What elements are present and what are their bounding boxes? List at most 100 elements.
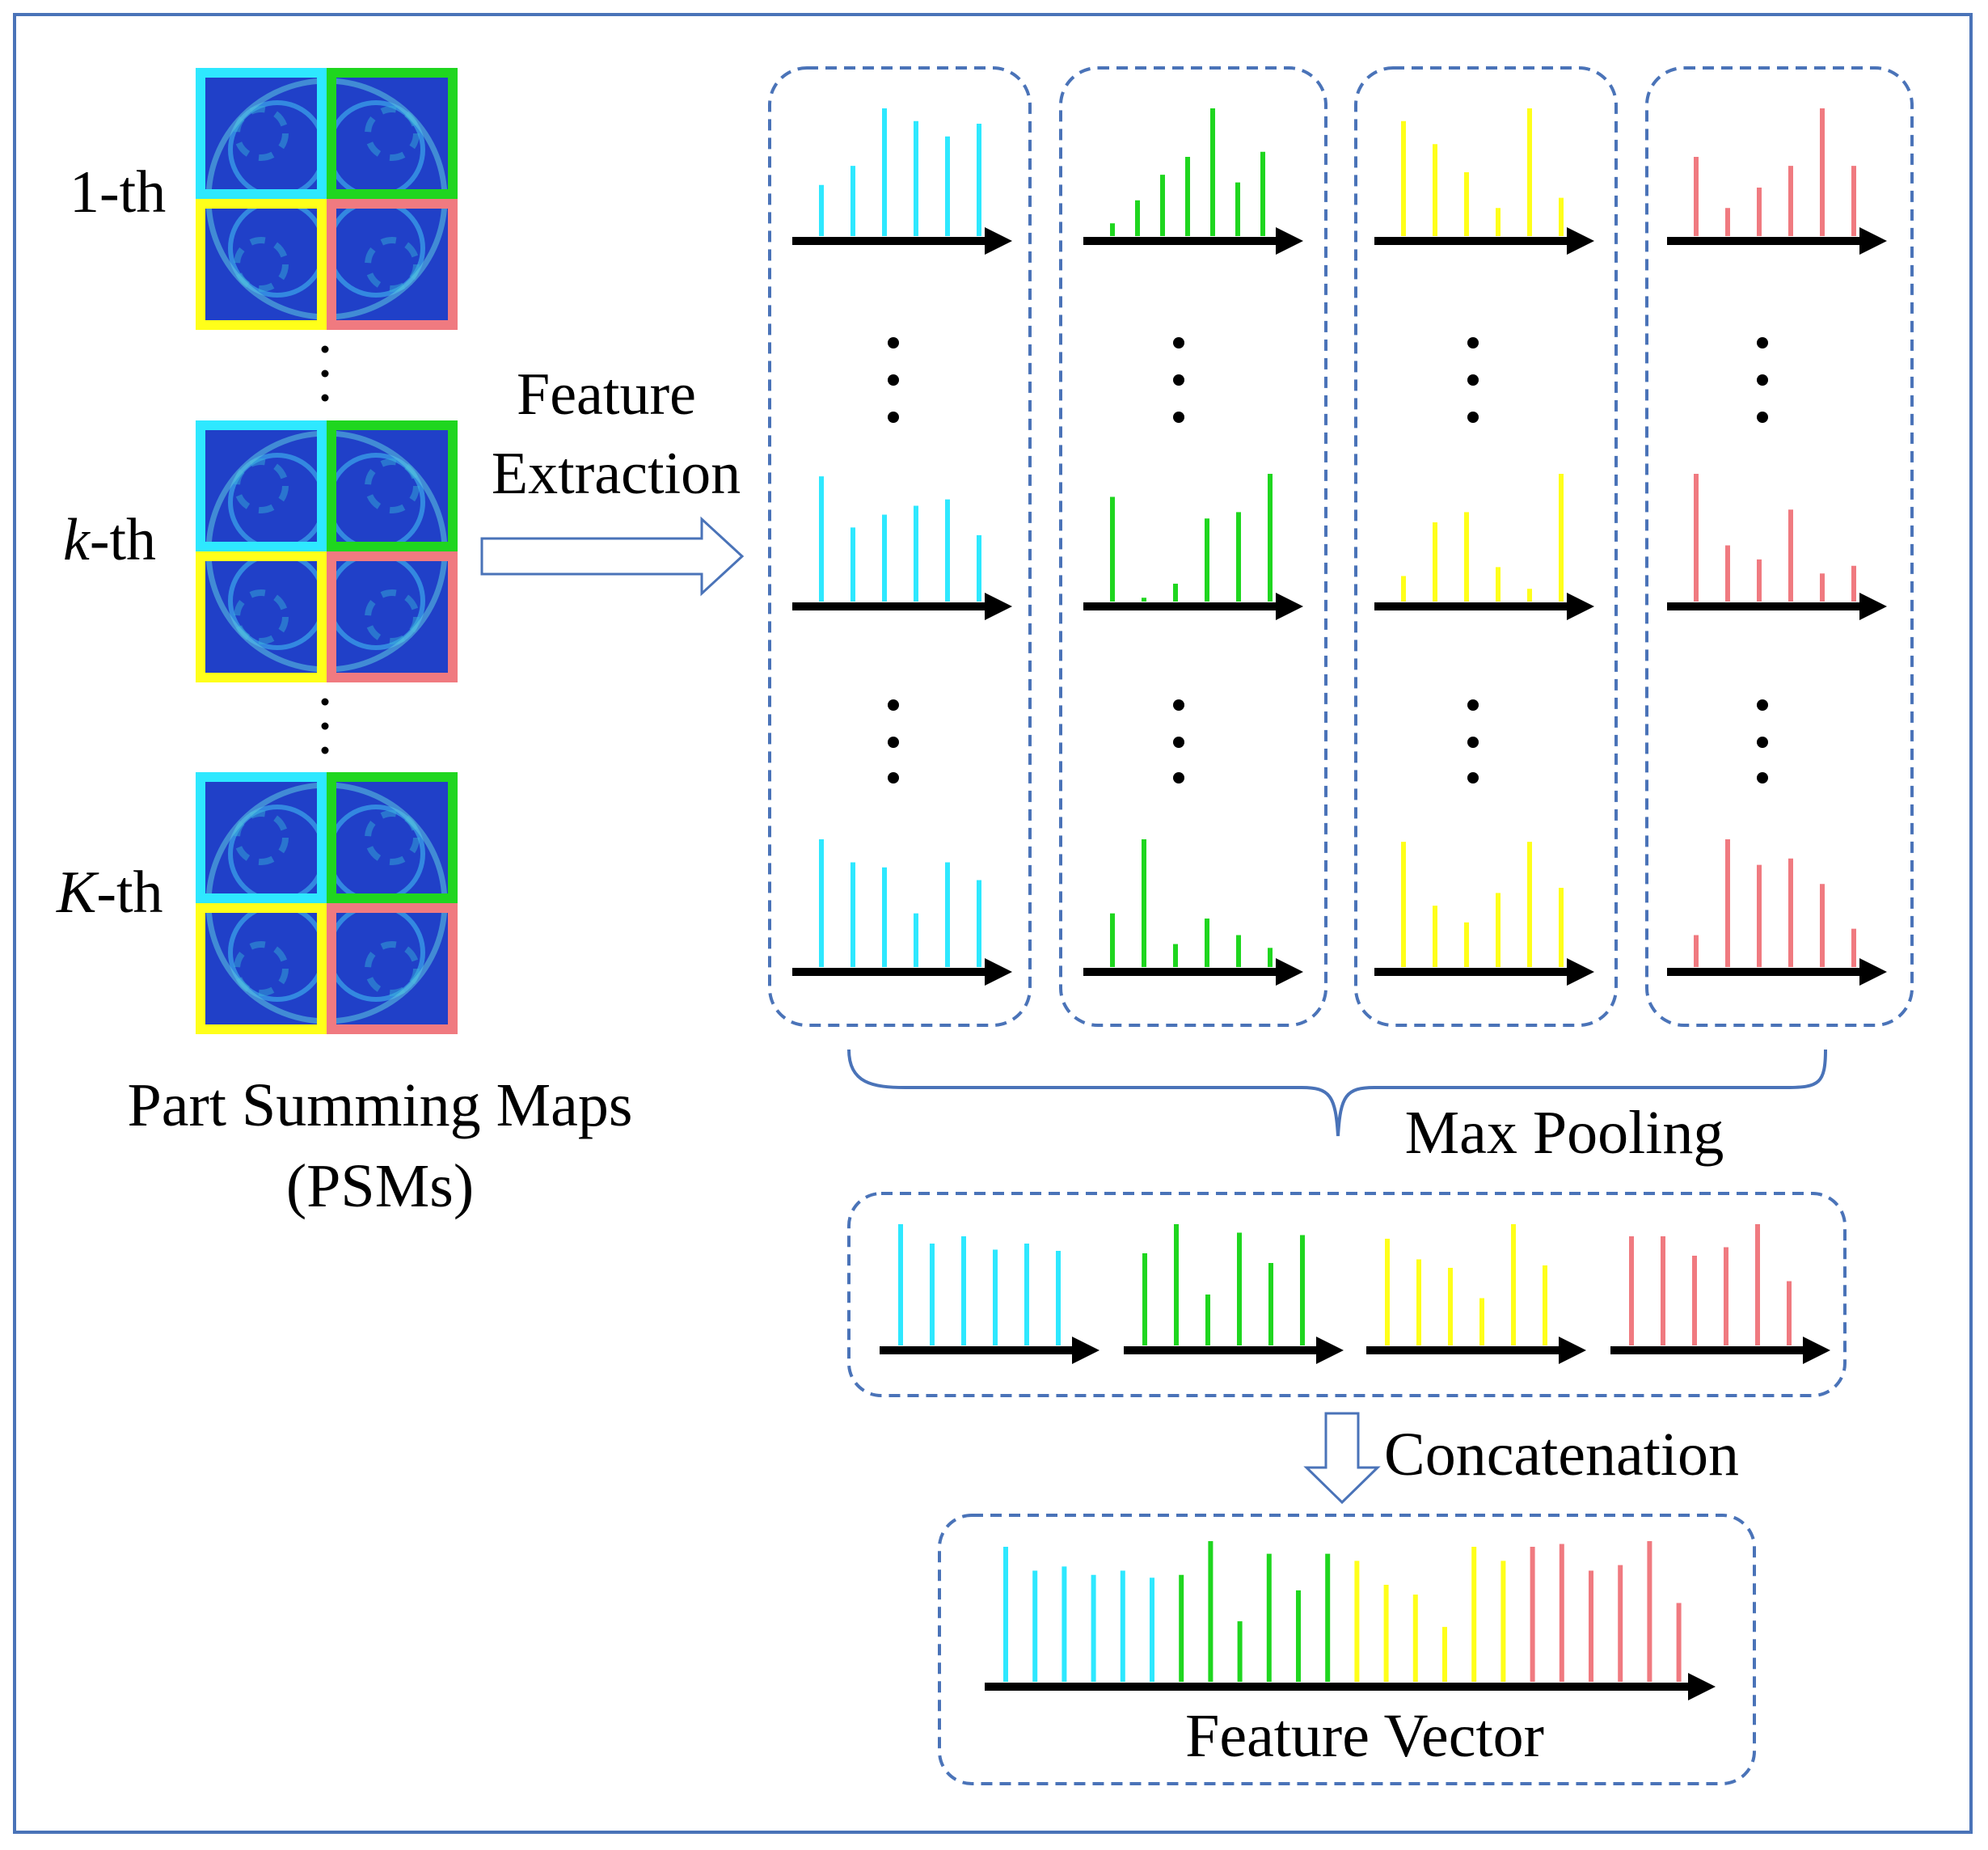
map-part-border-2 [327,68,458,199]
part-4-histogram-1 [1694,108,1856,236]
map-ellipsis-2 [321,698,329,754]
map-quadrant-3 [196,199,327,330]
part-4-histogram-2 [1694,474,1856,602]
pooled-part-3-axis-arrow [1366,1337,1586,1364]
part-column-box-3 [1354,66,1618,1027]
map-texture [365,941,420,996]
part-3-axis-arrow-1 [1374,227,1594,255]
row-label-k: k-th [63,507,156,573]
column-3-ellipsis-1 [1467,337,1479,423]
part-1-histogram-3 [819,839,981,967]
outer-frame [13,13,1973,1834]
map-quadrant-1 [196,68,327,199]
hollow-right-arrow [480,516,745,597]
map-quadrant-3 [196,903,327,1034]
column-2-ellipsis-2 [1173,699,1184,784]
part-1-axis-arrow-3 [792,958,1012,986]
psm-map-2 [196,420,458,682]
map-texture [365,237,420,292]
part-column-box-1 [768,66,1032,1027]
part-1-axis-arrow-1 [792,227,1012,255]
pooled-features-box [847,1192,1847,1397]
map-texture [234,589,289,644]
row-label-last-italic: K [56,860,99,926]
row-label-k-suffix: -th [90,507,156,573]
map-part-border-4 [327,199,458,330]
part-2-histogram-2 [1110,474,1273,602]
map-quadrant-1 [196,772,327,903]
part-2-axis-arrow-3 [1083,958,1303,986]
map-quadrant-2 [327,68,458,199]
part-2-histogram-3 [1110,839,1273,967]
map-texture [234,941,289,996]
column-4-ellipsis-1 [1757,337,1768,423]
curly-brace [847,1049,1827,1137]
row-label-k-italic: k [63,507,91,573]
map-part-border-4 [327,551,458,682]
map-part-border-1 [196,772,327,903]
map-part-border-3 [196,551,327,682]
feature-extraction-label-line1: Feature [517,361,696,428]
map-part-border-1 [196,420,327,551]
part-4-histogram-3 [1694,839,1856,967]
psm-map-1 [196,68,458,330]
part-1-histogram-1 [819,108,981,236]
column-1-ellipsis-1 [888,337,899,423]
map-quadrant-4 [327,903,458,1034]
column-4-ellipsis-2 [1757,699,1768,784]
part-3-histogram-2 [1401,474,1564,602]
part-2-histogram-1 [1110,108,1265,236]
part-3-histogram-1 [1401,108,1564,236]
map-texture [365,589,420,644]
part-column-box-4 [1645,66,1914,1027]
map-texture [365,810,420,865]
concatenation-label: Concatenation [1384,1421,1739,1489]
psm-title-line1: Part Summing Maps [128,1071,633,1139]
part-3-histogram-3 [1401,842,1564,967]
part-3-axis-arrow-2 [1374,593,1594,620]
pooled-part-3-histogram [1385,1224,1547,1345]
part-4-axis-arrow-1 [1667,227,1887,255]
psm-map-3 [196,772,458,1034]
map-part-border-2 [327,772,458,903]
feature-extraction-label-line2: Extraction [492,441,741,507]
map-texture [365,106,420,161]
row-label-first: 1-th [70,159,166,226]
pooled-part-4-axis-arrow [1610,1337,1830,1364]
feature-vector-histogram [985,1541,1716,1700]
pooled-part-1-histogram [898,1224,1061,1345]
map-part-border-1 [196,68,327,199]
part-4-axis-arrow-2 [1667,593,1887,620]
part-3-axis-arrow-3 [1374,958,1594,986]
feature-vector-label: Feature Vector [1185,1702,1544,1770]
column-ellipses [888,337,1768,784]
map-texture [365,458,420,513]
part-2-axis-arrow-2 [1083,593,1303,620]
part-histograms [792,108,1887,986]
column-2-ellipsis-1 [1173,337,1184,423]
map-quadrant-2 [327,420,458,551]
map-part-border-3 [196,903,327,1034]
pooled-part-2-axis-arrow [1124,1337,1344,1364]
map-quadrant-2 [327,772,458,903]
part-1-axis-arrow-2 [792,593,1012,620]
map-quadrant-4 [327,199,458,330]
row-label-last: K-th [56,860,163,926]
feature-vector-axis-arrow [985,1673,1716,1700]
map-part-border-2 [327,420,458,551]
psm-title-line2: (PSMs) [286,1152,474,1220]
map-texture [234,237,289,292]
feature-vector-box [938,1514,1756,1785]
map-quadrant-1 [196,420,327,551]
pooled-part-1-axis-arrow [880,1337,1100,1364]
map-part-border-4 [327,903,458,1034]
psm-maps [196,68,458,1034]
pooled-histograms [880,1224,1830,1364]
map-texture [234,810,289,865]
part-4-axis-arrow-3 [1667,958,1887,986]
column-1-ellipsis-2 [888,699,899,784]
pooled-part-2-histogram [1142,1224,1305,1345]
map-texture [234,458,289,513]
pooled-part-4-histogram [1629,1224,1792,1345]
